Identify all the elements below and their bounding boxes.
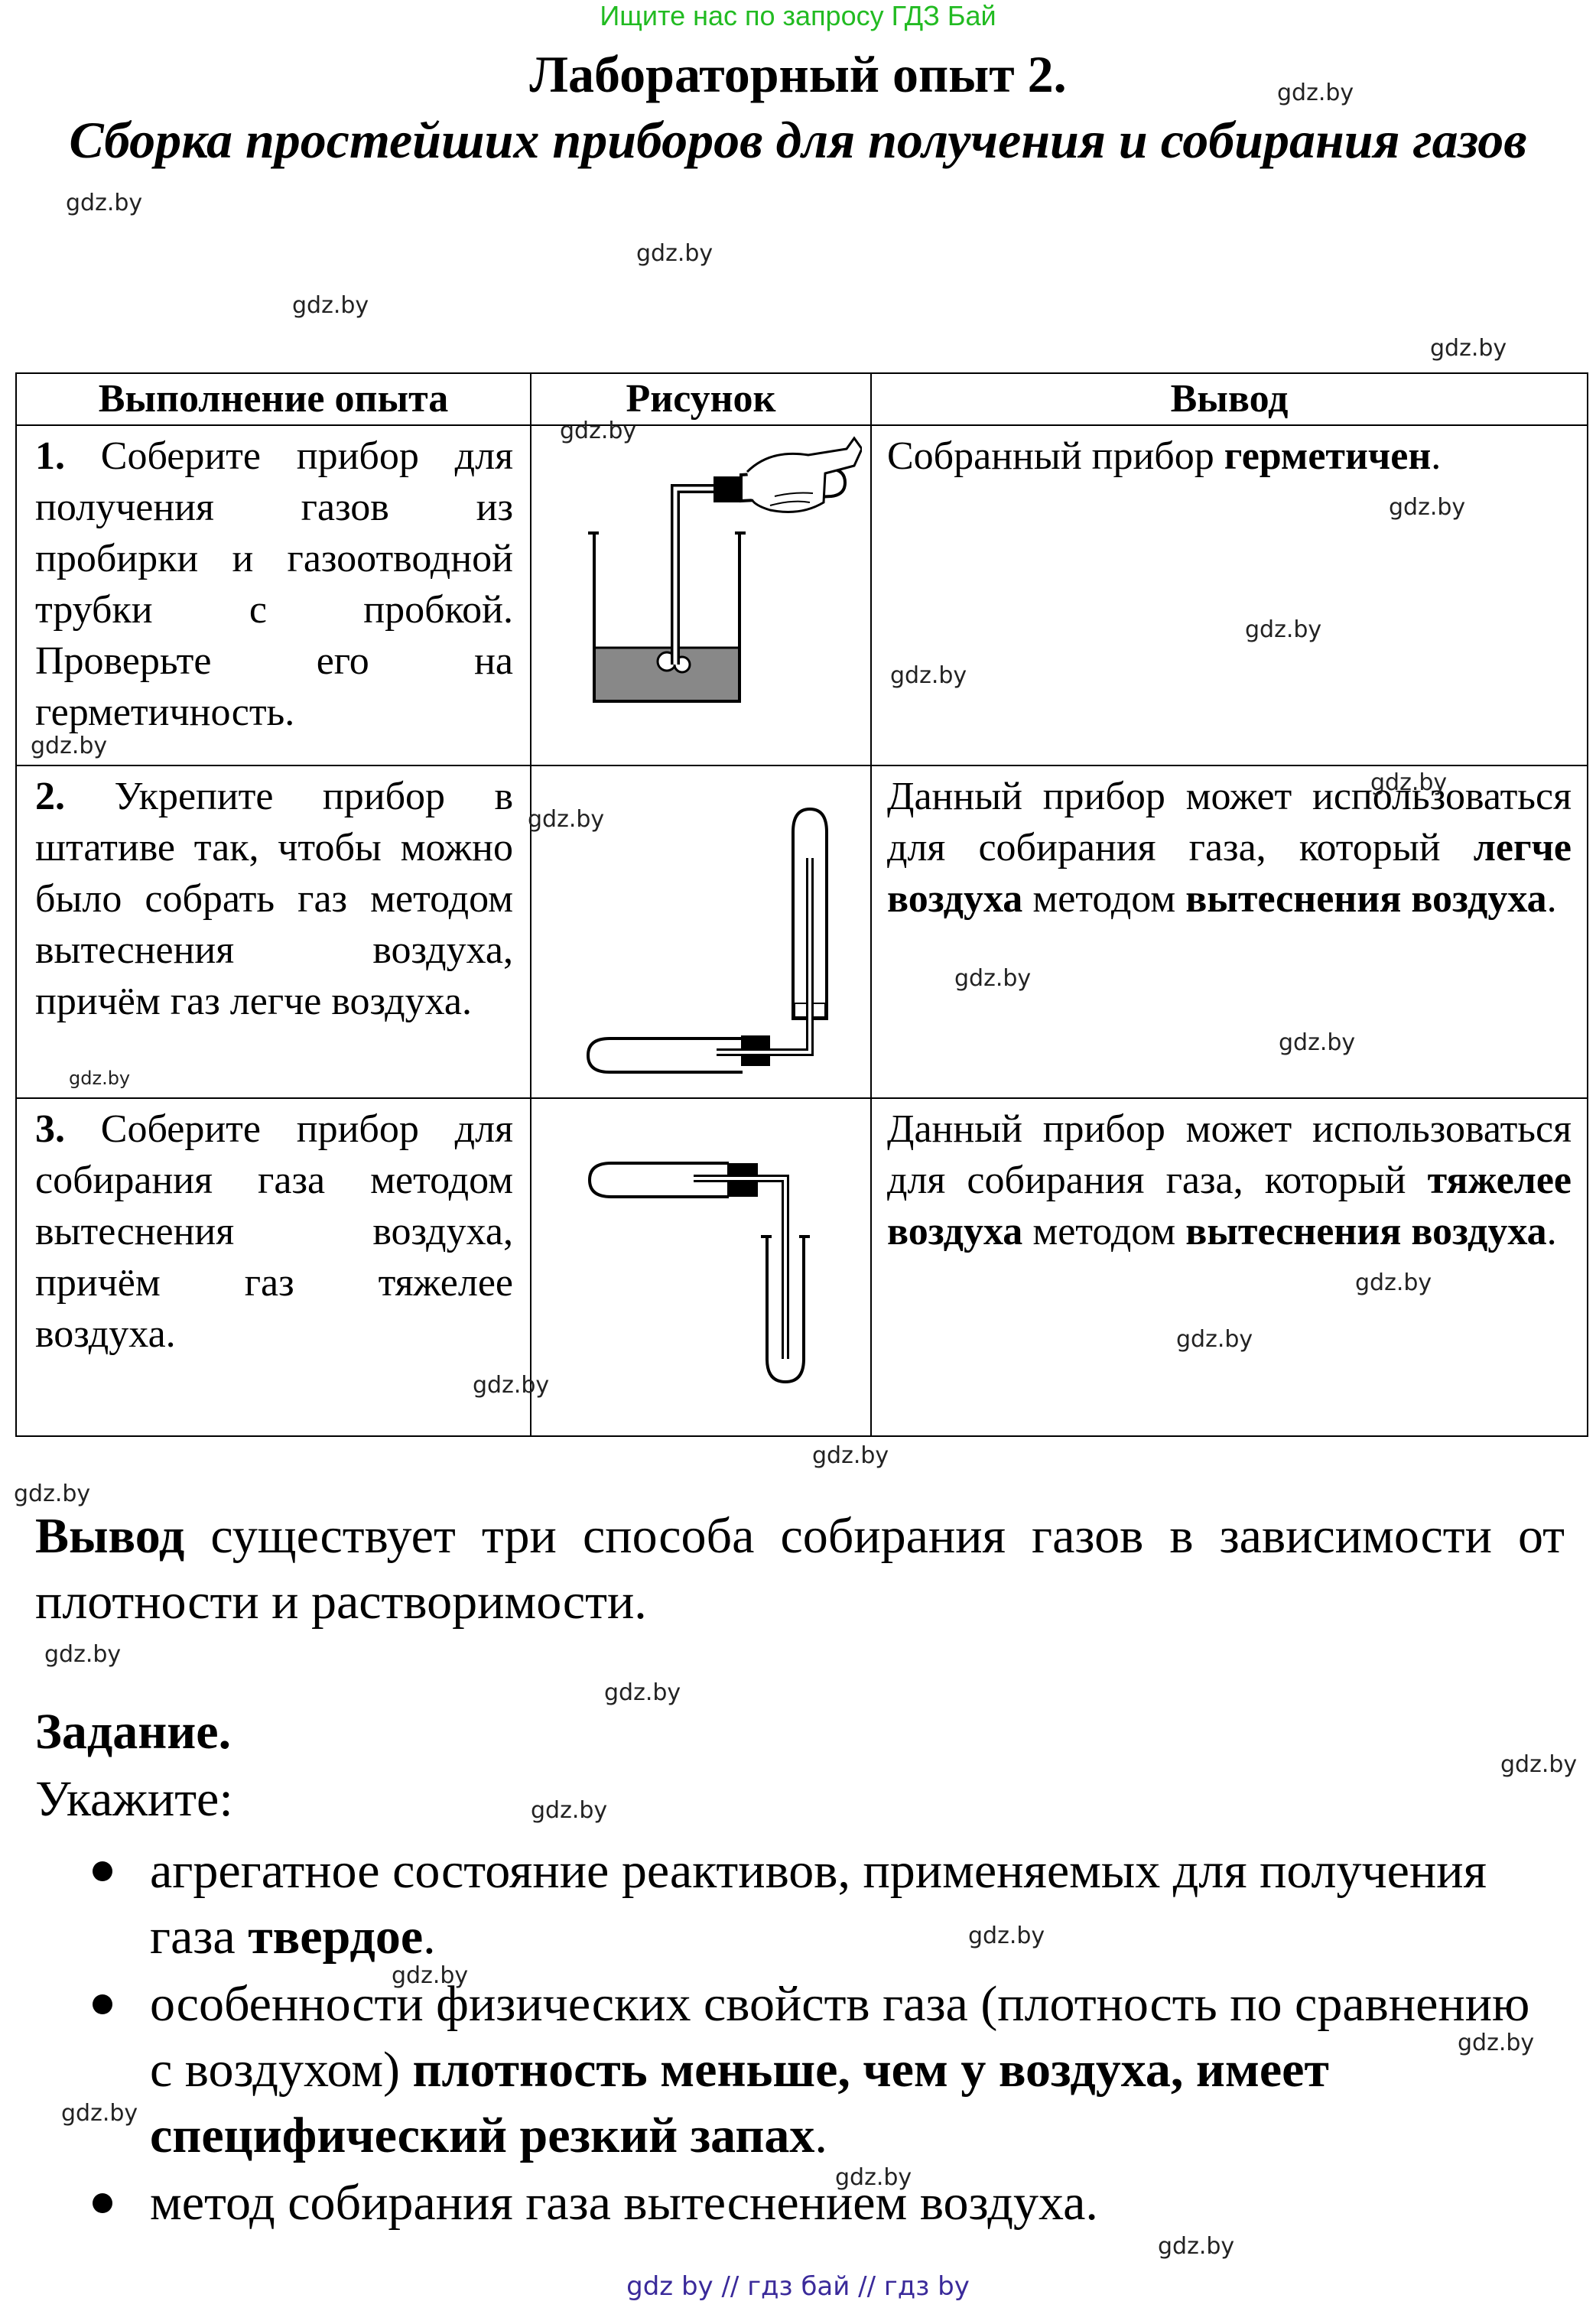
- watermark: gdz.by: [1277, 80, 1354, 106]
- task-heading: Задание.: [35, 1704, 232, 1760]
- header-conclusion: Вывод: [870, 372, 1588, 426]
- conclusion-text: Собранный прибор герметичен.: [887, 434, 1442, 478]
- watermark: gdz.by: [1279, 1029, 1356, 1056]
- list-item: особенности физических свойств газа (пло…: [35, 1971, 1534, 2169]
- watermark: gdz.by: [1430, 335, 1507, 362]
- table-row: 2. Укрепите прибор в штативе так, чтобы …: [15, 765, 1588, 1099]
- task-list: агрегатное состояние реактивов, применяе…: [35, 1838, 1534, 2238]
- watermark: gdz.by: [66, 190, 143, 216]
- bullet-icon: [93, 2193, 112, 2213]
- step-text: 2. Укрепите прибор в штативе так, чтобы …: [35, 775, 514, 1023]
- step-text: 1. Соберите прибор для получения газов и…: [35, 434, 513, 734]
- watermark: gdz.by: [1458, 2030, 1535, 2056]
- watermark: gdz.by: [968, 1923, 1045, 1949]
- experiment-table: Выполнение опыта Рисунок Вывод 1. Собери…: [15, 372, 1588, 1437]
- conclusion-text: Данный прибор может использоваться для с…: [887, 775, 1572, 921]
- watermark: gdz.by: [560, 418, 637, 444]
- apparatus-figure-3: [587, 1162, 810, 1384]
- conclusion-cell: Собранный прибор герметичен.: [870, 424, 1588, 766]
- watermark: gdz.by: [812, 1442, 889, 1469]
- figure-cell: [530, 1097, 872, 1437]
- watermark: gdz.by: [528, 806, 605, 833]
- watermark: gdz.by: [1245, 616, 1322, 643]
- search-banner: Ищите нас по запросу ГДЗ Бай: [600, 0, 996, 31]
- footer-links: gdz by // гдз бай // гдз by: [626, 2271, 970, 2302]
- watermark: gdz.by: [292, 292, 369, 319]
- watermark: gdz.by: [604, 1679, 681, 1706]
- watermark: gdz.by: [31, 733, 108, 759]
- conclusion-cell: Данный прибор может использоваться для с…: [870, 765, 1588, 1099]
- conclusion-label: Вывод: [35, 1508, 185, 1564]
- conclusion-text: Данный прибор может использоваться для с…: [887, 1107, 1572, 1253]
- step-number: 1.: [35, 434, 65, 478]
- task-intro: Укажите:: [35, 1771, 233, 1827]
- watermark: gdz.by: [954, 965, 1032, 992]
- watermark: gdz.by: [14, 1481, 91, 1507]
- watermark: gdz.by: [1355, 1269, 1432, 1296]
- header-procedure: Выполнение опыта: [15, 372, 531, 426]
- list-item: агрегатное состояние реактивов, применяе…: [35, 1838, 1534, 1970]
- table-header-row: Выполнение опыта Рисунок Вывод: [15, 372, 1588, 426]
- watermark: gdz.by: [890, 662, 967, 689]
- step-cell: 1. Соберите прибор для получения газов и…: [15, 424, 531, 766]
- step-text: 3. Соберите прибор для собирания газа ме…: [35, 1107, 513, 1356]
- watermark: gdz.by: [636, 240, 713, 267]
- page-subtitle: Сборка простейших приборов для получения…: [69, 111, 1527, 169]
- watermark: gdz.by: [392, 1962, 469, 1989]
- watermark: gdz.by: [69, 1068, 131, 1089]
- watermark: gdz.by: [61, 2100, 138, 2127]
- table-row: 1. Соберите прибор для получения газов и…: [15, 424, 1588, 766]
- header-figure: Рисунок: [530, 372, 872, 426]
- watermark: gdz.by: [531, 1797, 608, 1824]
- watermark: gdz.by: [1389, 494, 1466, 521]
- watermark: gdz.by: [44, 1641, 122, 1668]
- watermark: gdz.by: [1176, 1326, 1253, 1353]
- watermark: gdz.by: [1158, 2233, 1235, 2260]
- figure-cell: [530, 424, 872, 766]
- apparatus-figure-2: [586, 807, 828, 1074]
- watermark: gdz.by: [1500, 1751, 1578, 1778]
- bullet-icon: [93, 1861, 112, 1881]
- table-row: 3. Соберите прибор для собирания газа ме…: [15, 1097, 1588, 1437]
- conclusion-paragraph: Вывод существует три способа собирания г…: [35, 1508, 1565, 1630]
- conclusion-cell: Данный прибор может использоваться для с…: [870, 1097, 1588, 1437]
- page-title: Лабораторный опыт 2.: [529, 45, 1067, 103]
- step-cell: 2. Укрепите прибор в штативе так, чтобы …: [15, 765, 531, 1099]
- step-cell: 3. Соберите прибор для собирания газа ме…: [15, 1097, 531, 1437]
- watermark: gdz.by: [835, 2164, 912, 2191]
- figure-cell: [530, 765, 872, 1099]
- step-number: 2.: [35, 775, 65, 818]
- apparatus-figure-1: [587, 436, 862, 703]
- list-item: метод собирания газа вытеснением воздуха…: [35, 2170, 1534, 2236]
- bullet-icon: [93, 1994, 112, 2014]
- step-number: 3.: [35, 1107, 65, 1151]
- watermark: gdz.by: [1370, 769, 1448, 796]
- watermark: gdz.by: [473, 1372, 550, 1399]
